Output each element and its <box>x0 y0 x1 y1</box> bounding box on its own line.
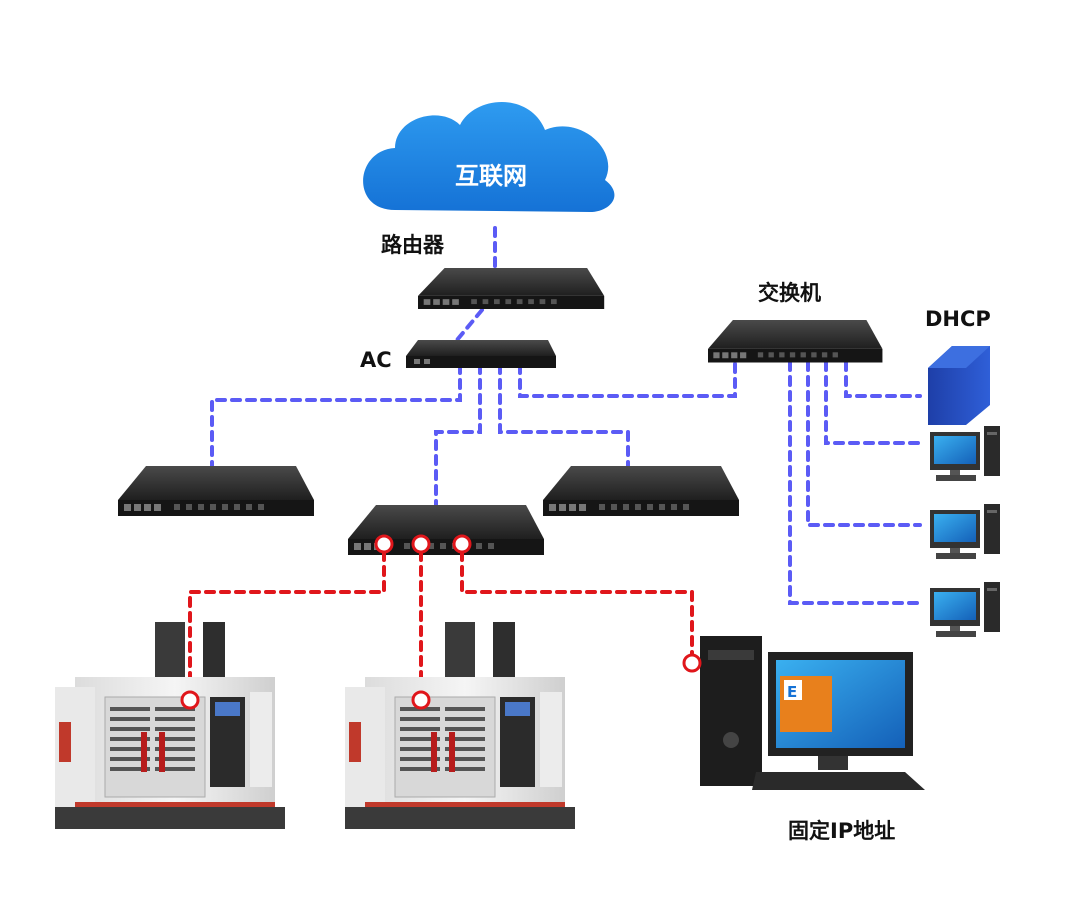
cloud-label: 互联网 <box>455 162 527 190</box>
desktop-pc-3 <box>930 582 1000 637</box>
switch <box>708 320 883 363</box>
fixed-ip-computer: E <box>700 636 925 790</box>
router-icon <box>418 268 605 309</box>
ac-controller <box>406 340 556 368</box>
access-point-left <box>118 466 314 516</box>
link-ap-cnc-1 <box>188 550 386 694</box>
machine-links <box>188 550 694 694</box>
port-marker <box>374 534 394 554</box>
cnc-machine-1 <box>54 621 286 830</box>
link-switch-pc3 <box>788 360 922 605</box>
link-ap-fixed-ip-pc <box>460 550 694 658</box>
port-marker <box>411 534 431 554</box>
router <box>418 268 605 309</box>
access-point-icon <box>543 466 739 516</box>
port-marker <box>411 690 431 710</box>
port-marker <box>180 690 200 710</box>
cnc-machine-2 <box>344 621 576 830</box>
dhcp-label: DHCP <box>925 307 991 331</box>
port-markers <box>180 534 702 710</box>
svg-text:E: E <box>787 683 797 701</box>
access-point-right <box>543 466 739 516</box>
port-marker <box>452 534 472 554</box>
link-ac-switch <box>518 360 737 398</box>
desktop-computer-icon <box>930 426 1000 481</box>
switch-label: 交换机 <box>758 281 821 305</box>
wired-links <box>210 226 922 605</box>
cloud-icon <box>363 101 615 212</box>
fixed-ip-label: 固定IP地址 <box>788 819 895 843</box>
link-ac-ap-left <box>210 363 462 472</box>
link-switch-pc1 <box>824 360 922 445</box>
desktop-computer-icon <box>700 636 762 786</box>
desktop-computer-icon <box>930 504 1000 559</box>
access-point-icon <box>118 466 314 516</box>
desktop-pc-1 <box>930 426 1000 481</box>
cnc-machine-icon <box>54 621 286 830</box>
desktop-pc-2 <box>930 504 1000 559</box>
port-marker <box>682 653 702 673</box>
desktop-computer-icon <box>930 582 1000 637</box>
dhcp-server <box>928 346 990 425</box>
ac-label: AC <box>360 348 392 372</box>
link-ac-ap-center <box>434 363 482 507</box>
router-label: 路由器 <box>381 233 445 257</box>
link-ac-ap-right <box>498 363 630 472</box>
ac-icon <box>406 340 556 356</box>
cnc-machine-icon <box>344 621 576 830</box>
link-switch-pc2 <box>806 360 922 527</box>
internet-cloud: 互联网 <box>363 101 615 212</box>
switch-icon <box>708 320 883 363</box>
link-switch-dhcp <box>844 360 922 398</box>
